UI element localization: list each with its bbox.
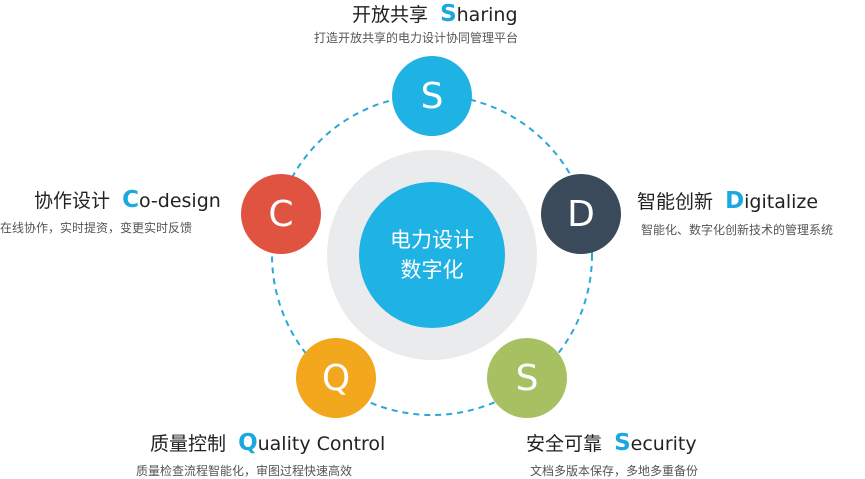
center-label-line2: 数字化 <box>400 258 464 282</box>
desc-security: 文档多版本保存，多地多重备份 <box>530 464 699 478</box>
node-digitalize: D <box>541 174 621 254</box>
title-cn: 开放共享 <box>352 4 429 26</box>
title-rest: ecurity <box>630 433 697 455</box>
title-rest: igitalize <box>744 191 819 213</box>
title-cn: 安全可靠 <box>526 433 603 455</box>
title-initial: C <box>122 187 139 213</box>
title-rest: haring <box>456 4 518 26</box>
title-sharing: 开放共享 Sharing <box>352 0 518 27</box>
node-letter: S <box>420 75 444 117</box>
title-cn: 协作设计 <box>34 190 111 212</box>
center-label-line1: 电力设计 <box>390 228 474 252</box>
node-codesign: C <box>241 174 321 254</box>
desc-codesign: 在线协作，实时提资，变更实时反馈 <box>0 221 193 235</box>
node-sharing: S <box>392 56 472 136</box>
desc-sharing: 打造开放共享的电力设计协同管理平台 <box>314 31 519 45</box>
title-security: 安全可靠 Security <box>526 429 697 456</box>
node-security: S <box>487 338 567 418</box>
title-rest: o-design <box>138 190 221 212</box>
desc-quality: 质量检查流程智能化，审图过程快速高效 <box>136 464 353 478</box>
node-letter: C <box>268 193 294 235</box>
title-codesign: 协作设计 Co-design <box>34 186 221 213</box>
center-circle: 电力设计 数字化 <box>359 182 505 328</box>
node-letter: S <box>515 357 539 399</box>
title-cn: 质量控制 <box>150 433 227 455</box>
title-initial: D <box>725 188 745 214</box>
title-rest: uality Control <box>257 433 386 455</box>
title-digitalize: 智能创新 Digitalize <box>637 187 818 214</box>
node-letter: D <box>567 193 595 235</box>
title-initial: Q <box>238 430 258 456</box>
title-quality: 质量控制 Quality Control <box>150 429 385 456</box>
node-quality: Q <box>296 338 376 418</box>
title-initial: S <box>440 1 457 27</box>
desc-digitalize: 智能化、数字化创新技术的管理系统 <box>641 223 834 237</box>
node-letter: Q <box>321 357 351 399</box>
title-cn: 智能创新 <box>637 191 714 213</box>
title-initial: S <box>614 430 631 456</box>
